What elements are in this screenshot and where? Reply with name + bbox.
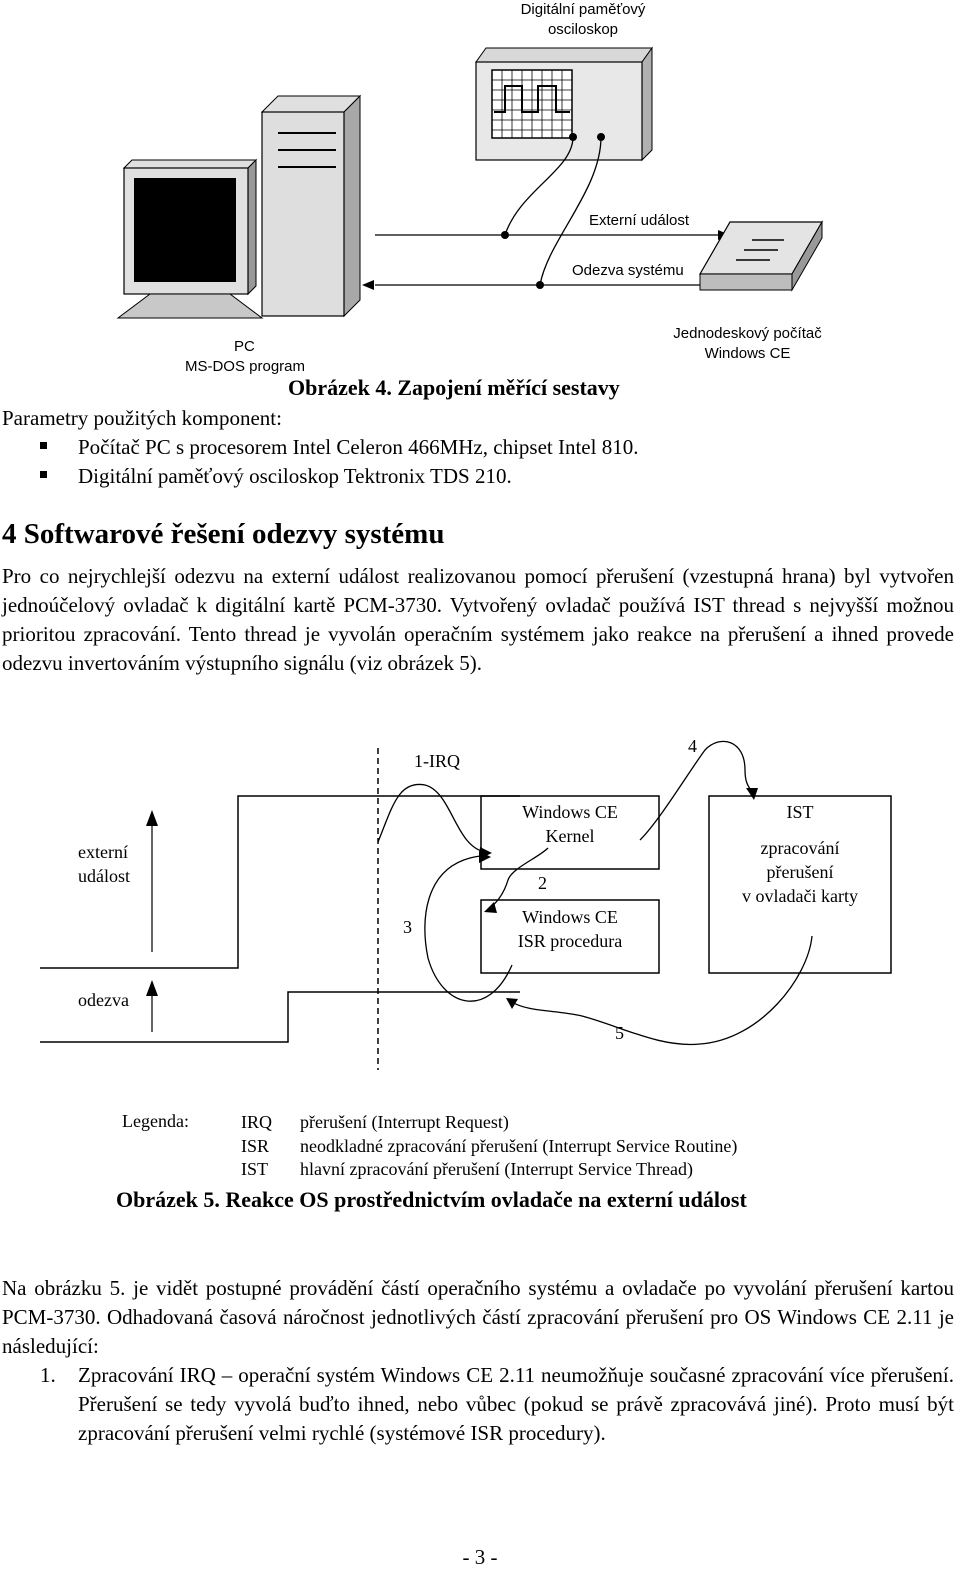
legend-desc: přerušení (Interrupt Request) [300, 1112, 509, 1132]
ist-box: IST zpracování přerušení v ovladači kart… [709, 800, 891, 908]
oscilloscope-label-line-1: Digitální paměťový [520, 1, 646, 18]
response-signal-label: odezva [78, 990, 129, 1010]
legend-desc: neodkladné zpracování přerušení (Interru… [300, 1135, 738, 1156]
external-event-line-1: externí [78, 842, 128, 862]
ist-box-line-4: v ovladači karty [742, 886, 858, 906]
figure-5-drawing [40, 740, 892, 1070]
figure-5-caption: Obrázek 5. Reakce OS prostřednictvím ovl… [116, 1187, 747, 1212]
figure-4-drawing [116, 46, 824, 319]
legend-abbreviations: IRQ ISR IST [241, 1111, 272, 1182]
legend-abbr: IST [241, 1159, 268, 1179]
bullet-marker [40, 471, 47, 478]
legend-title: Legenda: [122, 1111, 189, 1131]
oscilloscope-label: Digitální paměťový osciloskop [470, 0, 696, 40]
pc-tower-graphic [260, 94, 362, 318]
isr-box-line-2: ISR procedura [517, 931, 623, 951]
page-number: - 3 - [462, 1545, 498, 1569]
component-item-1: Počítač PC s procesorem Intel Celeron 46… [78, 435, 639, 459]
system-response-label: Odezva systému [572, 262, 684, 279]
kernel-box-line-2: Kernel [545, 826, 595, 846]
external-event-label: Externí událost [589, 212, 690, 229]
bullet-marker [40, 442, 47, 449]
single-board-computer-graphic [698, 220, 824, 292]
external-event-signal-label: externí událost [78, 840, 130, 888]
step-2-label: 2 [538, 873, 547, 893]
oscilloscope-graphic [475, 46, 653, 162]
pc-label-line-2: MS-DOS program [184, 358, 306, 375]
component-item-2: Digitální paměťový osciloskop Tektronix … [78, 464, 512, 488]
single-board-label-line-1: Jednodeskový počítač [673, 325, 822, 342]
isr-box-line-1: Windows CE [522, 907, 618, 927]
kernel-box-line-1: Windows CE [522, 802, 618, 822]
figure-4-caption: Obrázek 4. Zapojení měřící sestavy [288, 375, 620, 400]
isr-box: Windows CE ISR procedura [481, 905, 659, 953]
step-4-label: 4 [688, 736, 697, 756]
components-intro: Parametry použitých komponent: [2, 406, 282, 430]
list-number: 1. [40, 1363, 56, 1387]
ist-box-line-1: IST [786, 802, 814, 822]
step-3-label: 3 [403, 917, 412, 937]
monitor-graphic [116, 158, 264, 319]
closing-paragraph: Na obrázku 5. je vidět postupné prováděn… [2, 1276, 954, 1358]
pc-label-line-1: PC [234, 338, 255, 355]
ist-box-line-3: přerušení [766, 862, 834, 882]
legend-abbr: IRQ [241, 1112, 272, 1132]
pc-label: PC MS-DOS program [170, 337, 320, 377]
section-heading: 4 Softwarové řešení odezvy systému [2, 518, 445, 550]
single-board-label-line-2: Windows CE [704, 345, 791, 362]
legend-descriptions: přerušení (Interrupt Request) neodkladné… [300, 1111, 737, 1182]
step-5-label: 5 [615, 1023, 624, 1043]
legend-desc: hlavní zpracování přerušení (Interrupt S… [300, 1159, 693, 1179]
irq-label: 1-IRQ [414, 751, 460, 771]
ist-box-line-2: zpracování [760, 838, 840, 858]
kernel-box: Windows CE Kernel [481, 800, 659, 848]
oscilloscope-label-line-2: osciloskop [547, 21, 619, 38]
legend-abbr: ISR [241, 1135, 270, 1156]
list-item-1: Zpracování IRQ – operační systém Windows… [78, 1363, 954, 1445]
external-event-line-2: událost [78, 866, 130, 886]
single-board-label: Jednodeskový počítač Windows CE [660, 324, 835, 364]
section-paragraph: Pro co nejrychlejší odezvu na externí ud… [2, 564, 954, 675]
